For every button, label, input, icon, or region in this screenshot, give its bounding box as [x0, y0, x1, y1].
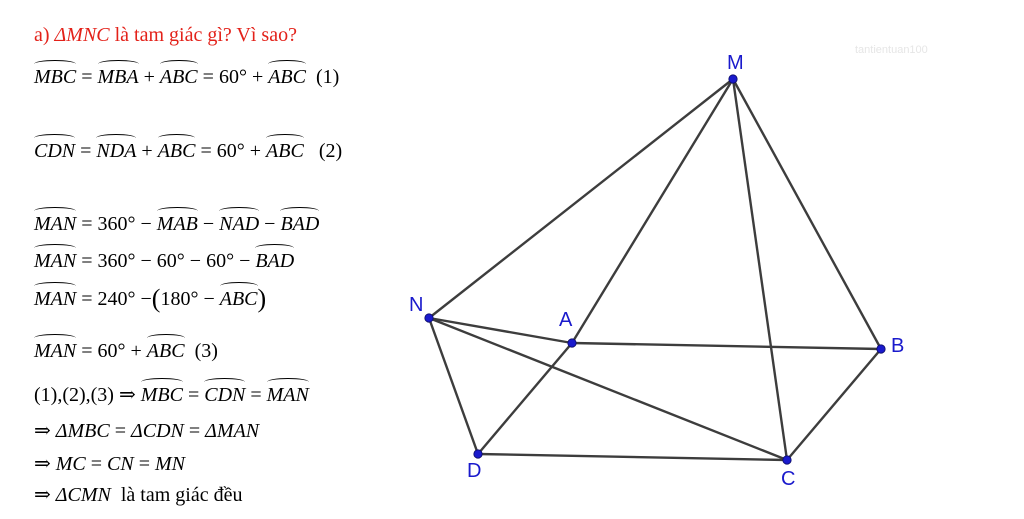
angle: MAN	[266, 378, 310, 407]
point-label-a: A	[559, 309, 573, 331]
angle: MBC	[140, 378, 184, 407]
segment-mn	[428, 78, 734, 319]
point-label-n: N	[409, 294, 423, 316]
equation-4: MAN = 360° − 60° − 60° − BAD	[34, 244, 294, 273]
angle: CDN	[204, 378, 246, 407]
equation-1: MBC = MBA + ABC = 60° + ABC (1)	[34, 60, 340, 89]
paren-close: )	[257, 284, 267, 313]
segment-na	[428, 316, 573, 345]
point-n	[424, 313, 434, 323]
triangle: ΔCDN	[131, 420, 184, 442]
heading-text: là tam giác gì? Vì sao?	[114, 24, 297, 46]
point-d	[473, 449, 483, 459]
angle: MAN	[34, 244, 77, 273]
equation-tag: (3)	[194, 340, 218, 362]
angle: MAN	[34, 207, 77, 236]
conclusion-text: là tam giác đều	[120, 484, 243, 506]
paren-open: (	[151, 284, 161, 313]
angle: ABC	[268, 60, 306, 89]
segment-ad	[477, 342, 573, 455]
point-label-b: B	[891, 335, 904, 357]
constant: 60°	[156, 250, 185, 272]
angle: ABC	[157, 134, 195, 163]
equation-tag: (1)	[316, 66, 340, 88]
point-c	[782, 455, 792, 465]
point-b	[876, 344, 886, 354]
segment-ma	[570, 78, 735, 344]
point-m	[728, 74, 738, 84]
triangle: ΔMBC	[55, 420, 110, 442]
angle: MBA	[97, 60, 139, 89]
points-layer: M N A B D C	[409, 52, 904, 490]
watermark: tantientuan100	[855, 44, 928, 56]
angle: CDN	[34, 134, 76, 163]
equation-10: ⇒ ΔCMN là tam giác đều	[34, 482, 242, 507]
equation-refs: (1),(2),(3)	[34, 384, 114, 406]
constant: 60°	[97, 340, 126, 362]
heading-triangle: ΔMNC	[54, 24, 110, 46]
equation-6: MAN = 60° + ABC (3)	[34, 334, 218, 363]
equation-8: ⇒ ΔMBC = ΔCDN = ΔMAN	[34, 418, 260, 442]
angle: ABC	[219, 282, 258, 311]
segment-name: MN	[155, 453, 186, 475]
angle: MAB	[156, 207, 198, 236]
angle: ABC	[159, 60, 198, 89]
angle: ABC	[146, 334, 185, 363]
angle: NDA	[96, 134, 137, 163]
angle: MAN	[34, 334, 77, 363]
constant: 180°	[160, 288, 199, 310]
equation-7: (1),(2),(3) ⇒ MBC = CDN = MAN	[34, 378, 310, 407]
point-label-m: M	[727, 52, 744, 74]
equation-9: ⇒ MC = CN = MN	[34, 451, 186, 475]
segment-ab	[571, 341, 882, 351]
segment-bc	[786, 348, 882, 461]
segment-name: MC	[55, 453, 86, 475]
segment-nd	[427, 317, 480, 455]
angle: BAD	[255, 244, 294, 273]
solution-heading: a) ΔMNC là tam giác gì? Vì sao?	[34, 23, 297, 47]
constant: 60°	[206, 250, 235, 272]
part-label: a)	[34, 24, 50, 46]
segment-dc	[477, 452, 788, 462]
constant: 360°	[97, 213, 136, 235]
triangle: ΔMAN	[205, 420, 260, 442]
equation-3: MAN = 360° − MAB − NAD − BAD	[34, 207, 319, 236]
point-label-c: C	[781, 468, 795, 490]
implies-symbol: ⇒	[34, 482, 51, 506]
implies-symbol: ⇒	[34, 451, 51, 475]
constant: 240°	[97, 288, 136, 310]
segments-layer	[427, 78, 883, 462]
equation-2: CDN = NDA + ABC = 60° + ABC (2)	[34, 134, 343, 163]
segment-name: CN	[107, 453, 134, 475]
constant: 60°	[216, 140, 245, 162]
angle: MBC	[34, 60, 77, 89]
angle: NAD	[219, 207, 260, 236]
angle: BAD	[280, 207, 319, 236]
triangle: ΔCMN	[55, 484, 111, 506]
constant: 60°	[218, 66, 247, 88]
point-a	[567, 338, 577, 348]
segment-nc	[428, 316, 788, 462]
segment-mc	[731, 78, 789, 461]
segment-mb	[731, 78, 883, 350]
equation-5: MAN = 240° −(180° − ABC)	[34, 282, 267, 313]
implies-symbol: ⇒	[34, 418, 51, 442]
equation-tag: (2)	[318, 140, 343, 162]
angle: ABC	[266, 134, 304, 163]
implies-symbol: ⇒	[118, 382, 136, 406]
angle: MAN	[34, 282, 77, 311]
point-label-d: D	[467, 460, 481, 482]
constant: 360°	[97, 250, 136, 272]
